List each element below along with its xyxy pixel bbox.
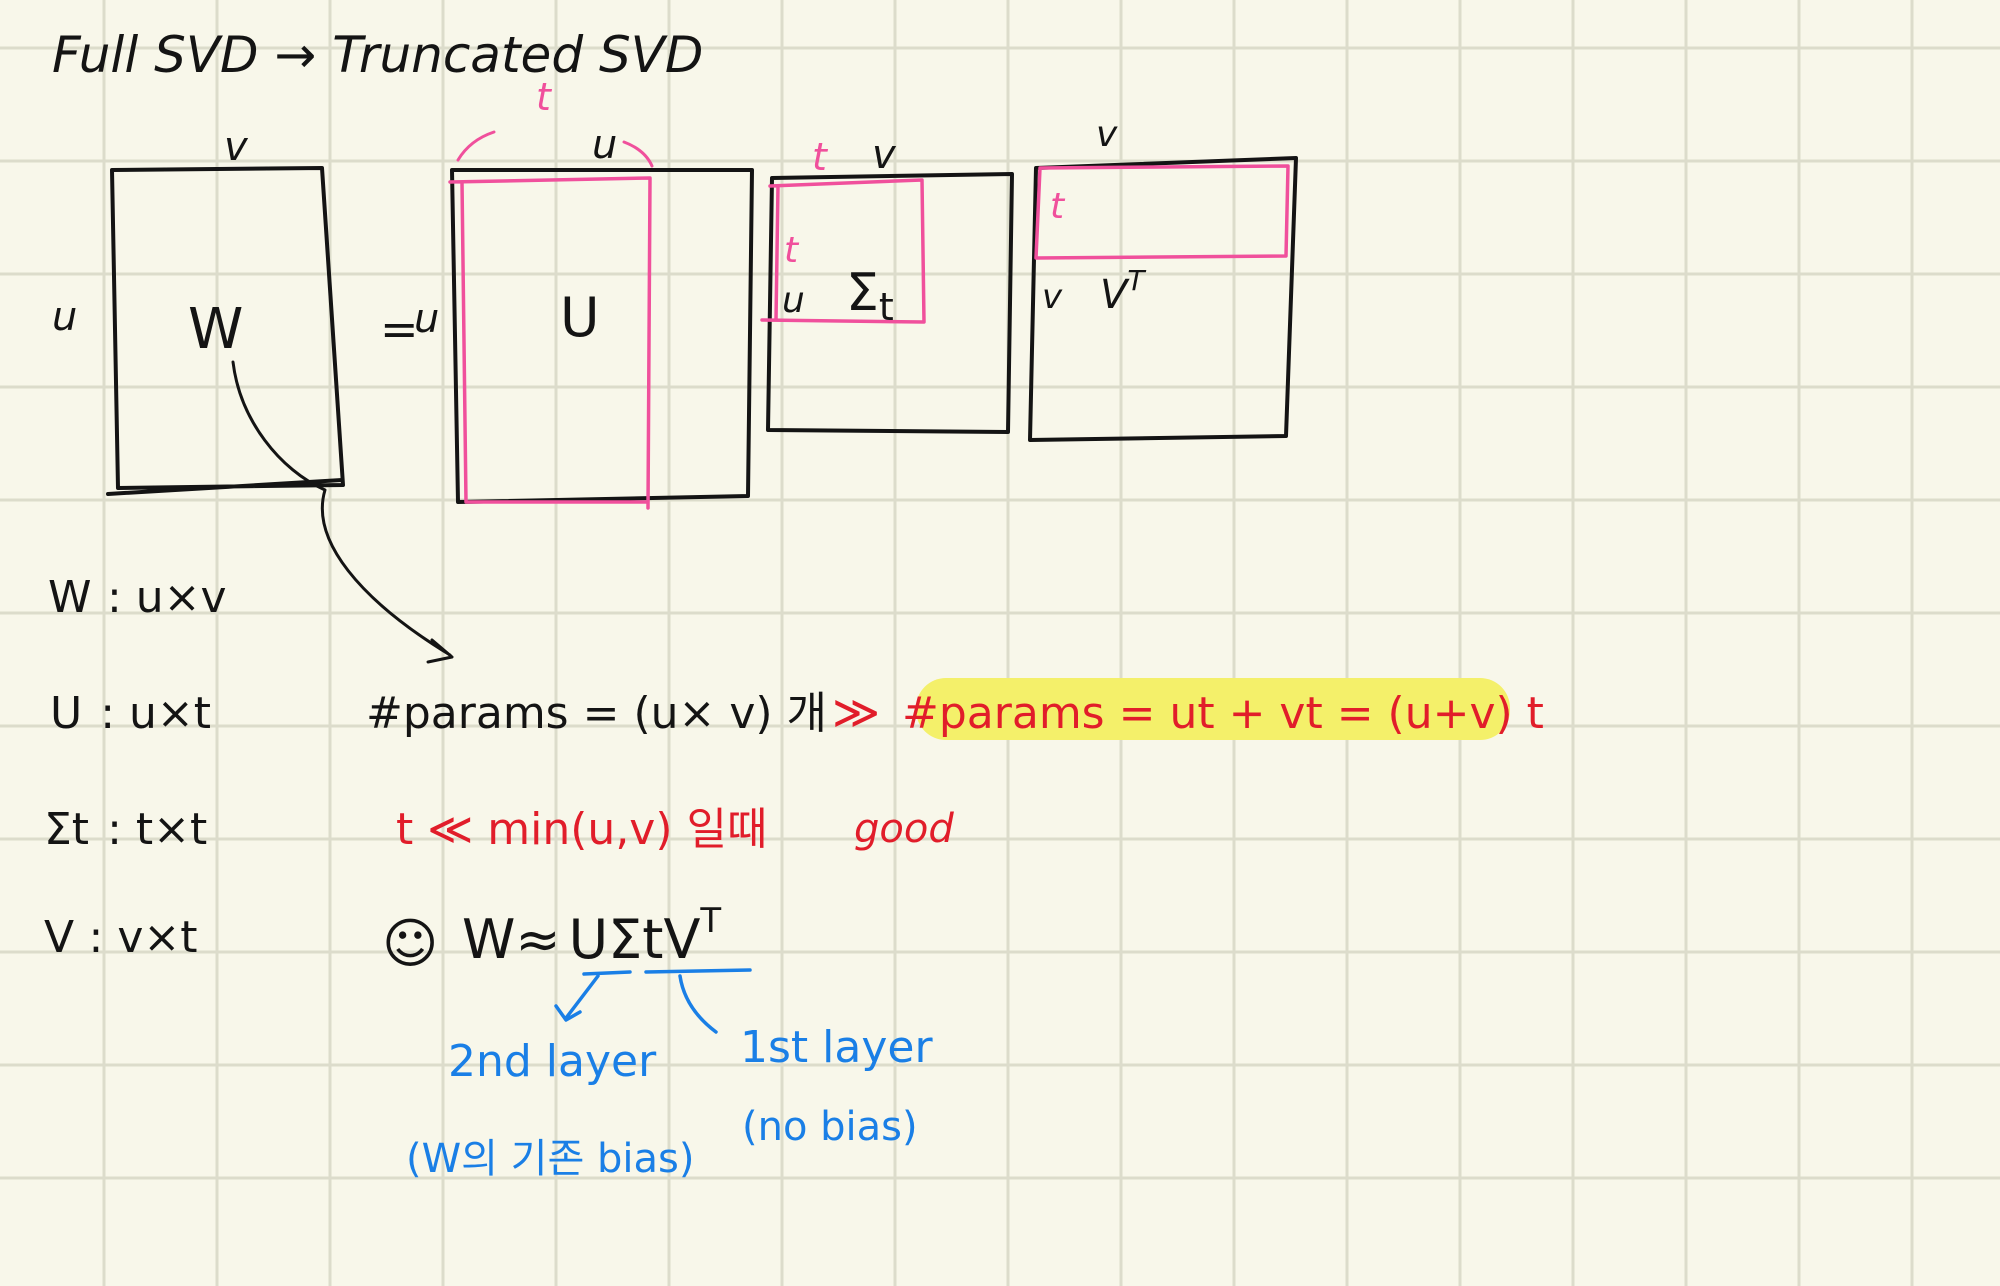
matrix-vt-col-label: v bbox=[1096, 114, 1118, 155]
matrix-u-trunc-label: t bbox=[536, 75, 553, 119]
equals-sign: = bbox=[380, 302, 419, 356]
matrix-w-col-label: v bbox=[224, 124, 249, 170]
arrow-first-layer bbox=[678, 974, 718, 1034]
params-truncated: #params = ut + vt = (u+v) t bbox=[902, 688, 1544, 739]
matrix-sigma-col-label: v bbox=[872, 132, 897, 178]
good-note: good bbox=[854, 806, 954, 852]
layer-annotations: 2nd layer (W의 기존 bias) 1st layer (no bia… bbox=[406, 968, 933, 1182]
matrix-vt-name: VT bbox=[1100, 264, 1146, 318]
much-greater: ≫ bbox=[832, 685, 880, 739]
params-highlight bbox=[916, 678, 1510, 740]
second-layer-note: (W의 기존 bias) bbox=[406, 1136, 694, 1182]
dim-v: V: v×t bbox=[44, 912, 197, 963]
matrix-vt-box bbox=[1028, 156, 1298, 442]
condition-note: t ≪ min(u,v) 일때 bbox=[396, 804, 767, 855]
matrix-sigma-row-label: u bbox=[782, 280, 805, 321]
matrix-vt: v t v VT bbox=[1028, 114, 1298, 442]
matrix-sigma-trunc-row: t bbox=[784, 230, 800, 271]
matrix-w-box bbox=[106, 166, 345, 496]
params-full: #params = (u× v) 개 bbox=[366, 688, 827, 739]
matrix-u-row-label: u bbox=[414, 296, 439, 342]
matrix-u-col-label: u bbox=[592, 122, 617, 168]
matrix-u: t u U bbox=[448, 75, 754, 510]
dim-sigma: Σt: t×t bbox=[44, 804, 207, 855]
w-arrow bbox=[231, 360, 454, 664]
matrix-vt-trunc-label: t bbox=[1050, 186, 1066, 227]
matrix-w: v u W bbox=[52, 124, 454, 664]
dim-u: U: u×t bbox=[50, 688, 211, 739]
matrix-u-brace bbox=[456, 130, 654, 168]
page-title: Full SVD → Truncated SVD bbox=[52, 26, 703, 84]
first-layer-label: 1st layer bbox=[740, 1022, 933, 1073]
matrix-u-name: U bbox=[560, 286, 600, 349]
matrix-vt-row-label: v bbox=[1042, 277, 1063, 317]
underline-u bbox=[582, 970, 632, 976]
matrix-u-truncated bbox=[448, 176, 652, 510]
approx-formula: W≈UΣtVT bbox=[462, 901, 721, 971]
matrix-w-row-label: u bbox=[52, 294, 77, 340]
smiley-icon: ☺ bbox=[382, 912, 438, 975]
matrix-vt-truncated bbox=[1034, 164, 1290, 260]
matrix-sigma-truncated bbox=[760, 178, 926, 324]
second-layer-label: 2nd layer bbox=[448, 1036, 657, 1087]
dimension-list: W: u×v U: u×t Σt: t×t V: v×t bbox=[44, 572, 227, 963]
matrix-sigma-trunc-col: t bbox=[812, 135, 829, 179]
underline-sigma-v bbox=[644, 968, 752, 974]
arrow-second-layer bbox=[554, 974, 600, 1022]
dim-w: W: u×v bbox=[48, 572, 227, 623]
matrix-w-name: W bbox=[188, 297, 243, 362]
first-layer-note: (no bias) bbox=[742, 1104, 918, 1150]
matrix-sigma-box bbox=[766, 172, 1014, 434]
matrix-u-box bbox=[450, 168, 754, 504]
